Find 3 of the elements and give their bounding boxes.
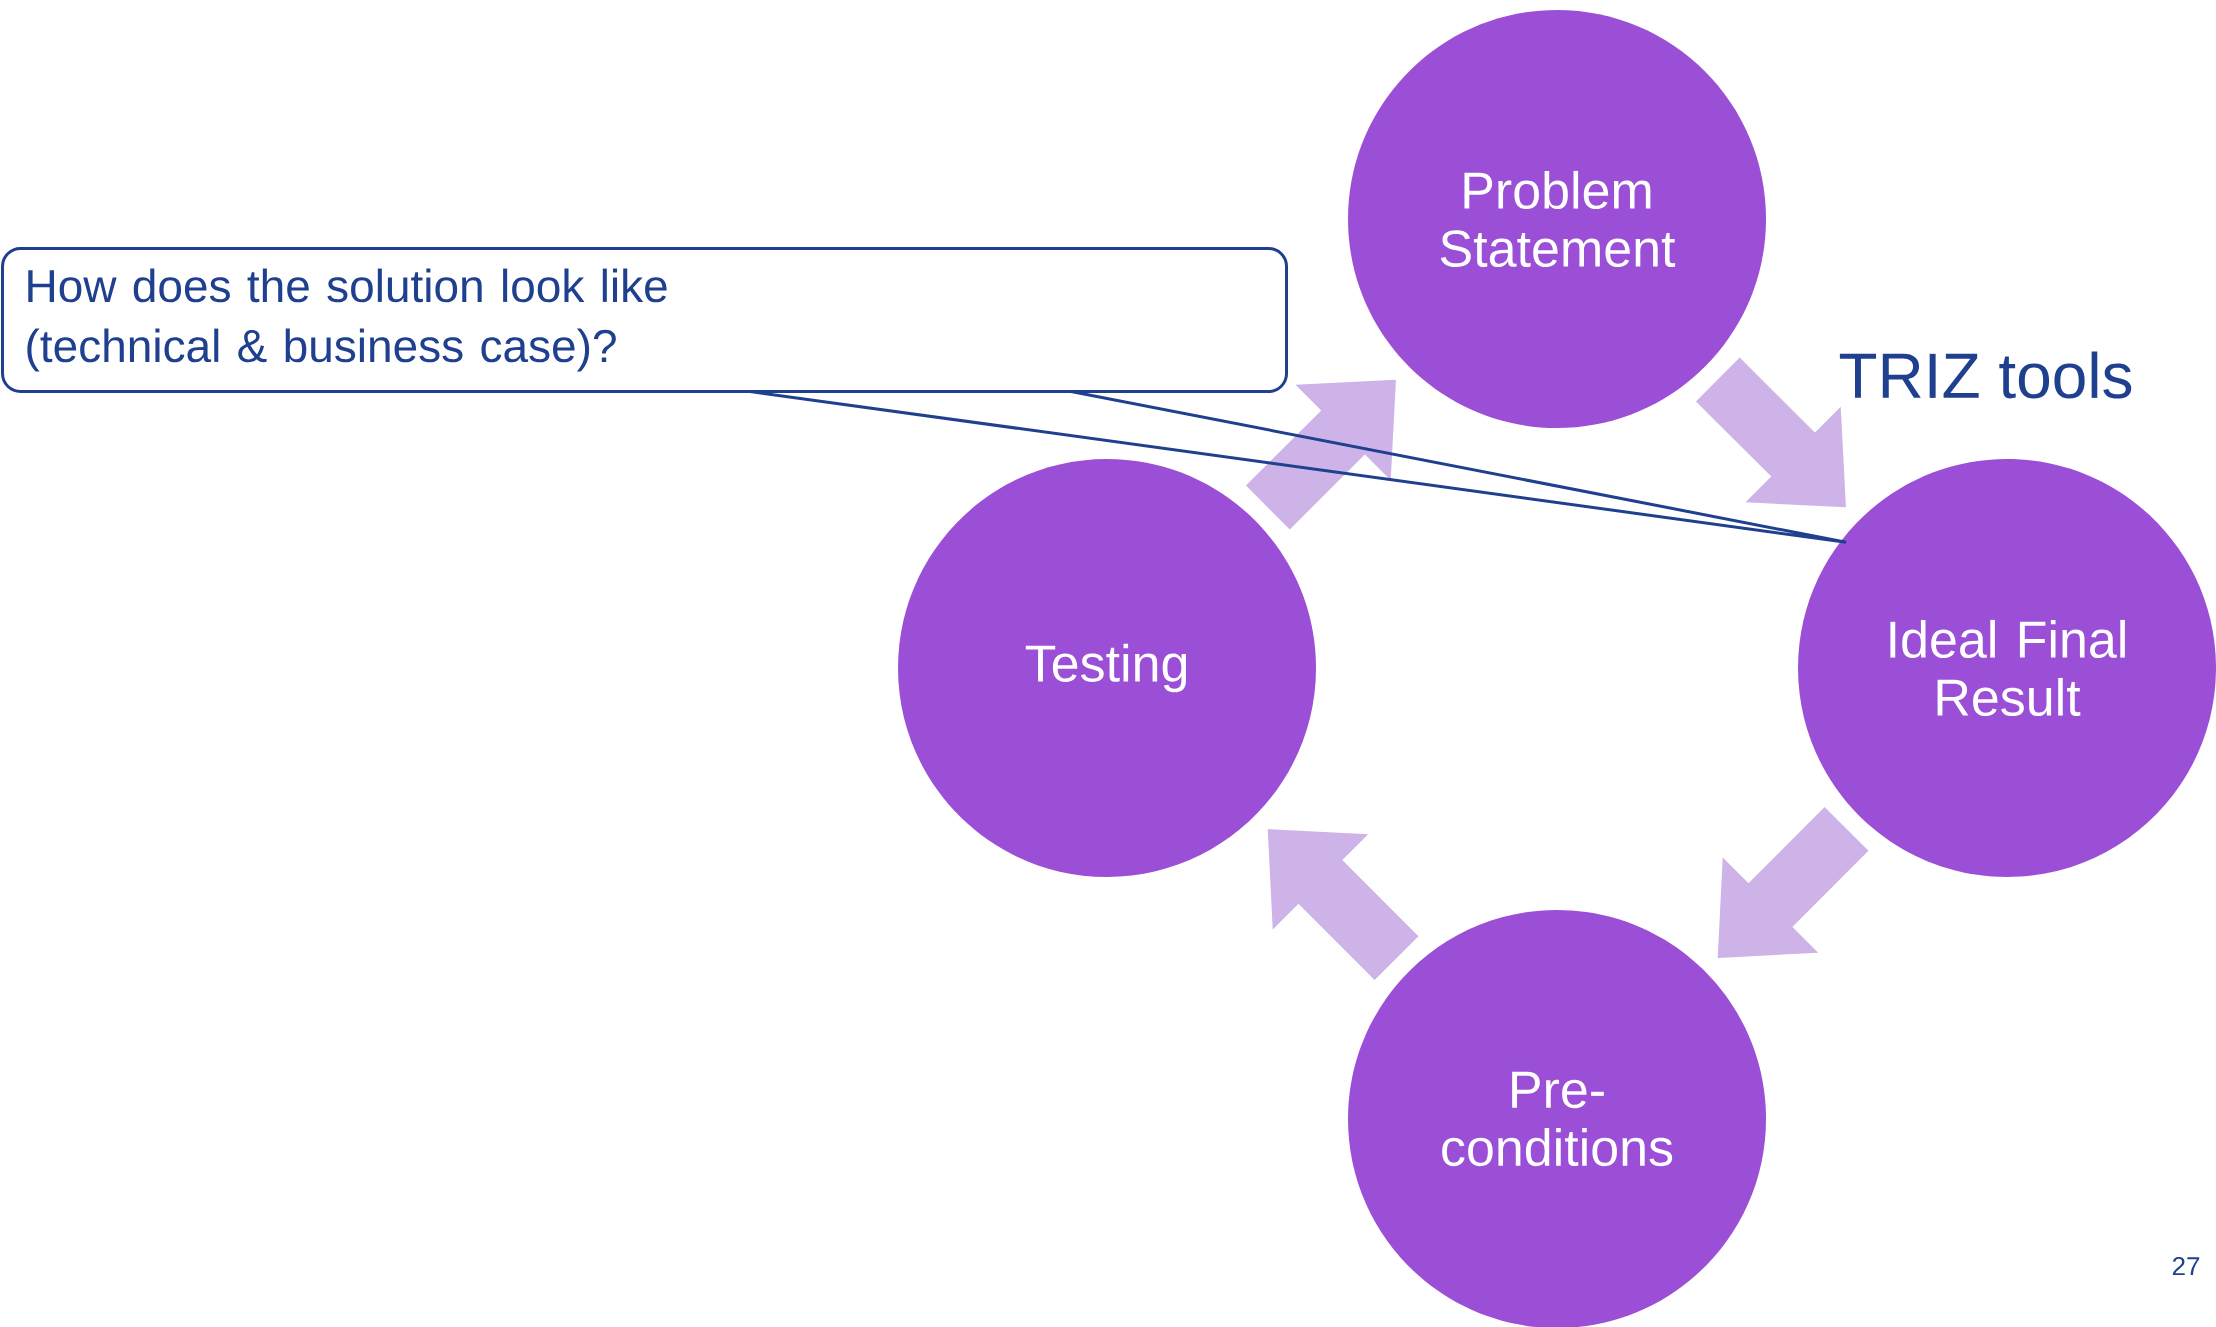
callout-box: How does the solution look like (technical & business case)? — [1, 247, 1288, 393]
annotation-text: TRIZ tools — [1839, 351, 2132, 399]
page-number: 27 — [2172, 1256, 2200, 1276]
